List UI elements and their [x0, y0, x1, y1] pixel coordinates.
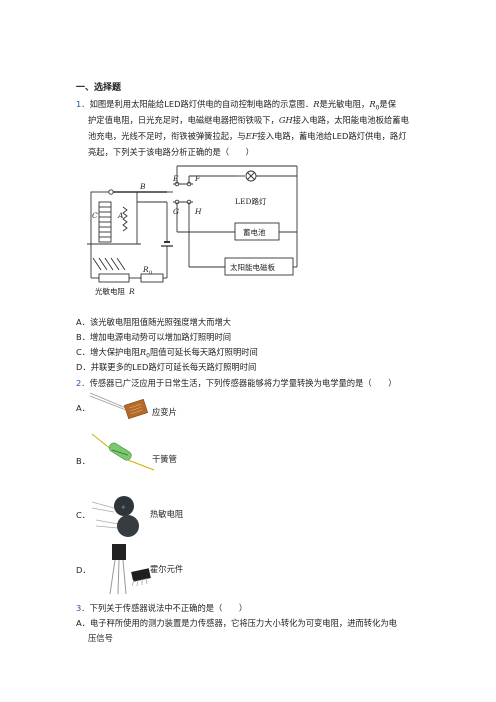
q2-option-a-key[interactable]: A． — [76, 403, 90, 413]
light-rays — [92, 257, 126, 271]
q3-option-a-line-2: 压信号 — [88, 633, 113, 643]
option-text: 增加电源电动势可以增加路灯照明时间 — [90, 332, 232, 342]
q1-text: 如图是利用太阳能给LED路灯供电的自动控制电路的示意图． — [89, 99, 314, 109]
question-1-line-2: 护定值电阻，日光充足时，电磁继电器把衔铁吸下，GH接入电路，太阳能电池板给蓄电 — [88, 114, 409, 126]
q1-text: 接入电路，太阳能电池板给蓄电 — [292, 115, 409, 125]
label-c: C — [92, 211, 98, 220]
circuit-diagram: B C A E F G H R 0 R LED路灯 蓄电池 太阳能电磁板 光敏电… — [87, 165, 298, 296]
option-text: 电子秤所使用的测力装置是力传感器，它将压力大小转化为可变电阻，进而转化为电 — [89, 618, 397, 628]
label-led: LED路灯 — [235, 196, 267, 206]
question-2-number: 2． — [76, 378, 90, 388]
photoresistor — [98, 273, 130, 283]
symbol-r0-subscript: 0 — [375, 104, 380, 112]
q2-option-d-key[interactable]: D． — [76, 565, 91, 575]
label-r0-subscript: 0 — [149, 270, 152, 276]
strain-gauge-label: 应变片 — [152, 407, 177, 417]
hall-element-label: 霍尔元件 — [150, 564, 184, 574]
relay-frame — [90, 191, 138, 245]
q1-option-c[interactable]: C．增大保护电阻R0阻值可延长每天路灯照明时间 — [76, 346, 258, 363]
q1-option-d[interactable]: D．并联更多的LED路灯可延长每天路灯照明时间 — [76, 361, 256, 373]
q1-text: 是光敏电阻， — [319, 99, 370, 109]
option-key: A． — [76, 317, 90, 327]
label-f: F — [194, 174, 201, 183]
q1-option-a[interactable]: A．该光敏电阻阻值随光照强度增大而增大 — [76, 316, 231, 328]
question-1-line-1: 1．如图是利用太阳能给LED路灯供电的自动控制电路的示意图．R是光敏电阻，R0是… — [76, 98, 396, 115]
svg-text:☼: ☼ — [121, 505, 125, 511]
label-photo-r: R — [128, 287, 135, 296]
symbol-r: R — [313, 99, 320, 109]
label-photoresistor: 光敏电阻 — [95, 286, 125, 296]
label-a: A — [117, 211, 124, 220]
q3-option-a[interactable]: A．电子秤所使用的测力装置是力传感器，它将压力大小转化为可变电阻，进而转化为电 — [76, 617, 397, 629]
q2-option-b-key[interactable]: B． — [76, 456, 90, 466]
question-1-line-4: 亮起，下列关于该电路分析正确的是（ ） — [88, 147, 254, 157]
question-3-number: 3． — [76, 603, 90, 613]
spring — [122, 206, 128, 232]
label-battery: 蓄电池 — [243, 227, 266, 237]
symbol-ef: EF — [245, 131, 258, 141]
thermistor-image: ☼ — [91, 496, 139, 537]
question-1-number: 1． — [76, 99, 90, 109]
label-panel: 太阳能电磁板 — [230, 262, 275, 272]
reed-switch-label: 干簧管 — [152, 454, 177, 464]
question-3-stem: 3．下列关于传感器说法中不正确的是（ ） — [76, 602, 247, 614]
label-b: B — [139, 182, 146, 191]
option-text: 该光敏电阻阻值随光照强度增大而增大 — [89, 317, 232, 327]
pivot — [108, 189, 114, 195]
option-key: D． — [76, 362, 91, 372]
q1-option-b[interactable]: B．增加电源电动势可以增加路灯照明时间 — [76, 331, 231, 343]
option-text: 并联更多的LED路灯可延长每天路灯照明时间 — [90, 362, 257, 372]
solar-panel-box — [224, 257, 294, 276]
symbol-gh: GH — [278, 115, 293, 125]
hall-element-image — [109, 544, 151, 595]
label-e: E — [172, 174, 179, 183]
q2-option-c-key[interactable]: C． — [76, 510, 91, 520]
label-g: G — [173, 207, 179, 216]
q3-text: 下列关于传感器说法中不正确的是（ ） — [89, 603, 248, 613]
reed-switch-image — [91, 433, 155, 471]
symbol-r0: R — [139, 347, 147, 357]
option-text: 增大保护电阻 — [90, 347, 140, 357]
label-h: H — [194, 207, 202, 216]
symbol-r0-subscript: 0 — [146, 352, 150, 360]
option-key: A． — [76, 618, 90, 628]
q2-text: 传感器已广泛应用于日常生活，下列传感器能够将力学量转换为电学量的是（ ） — [89, 378, 397, 388]
q1-text: 接入电路，蓄电池给LED路灯供电，路灯 — [257, 131, 407, 141]
section-title: 一、选择题 — [76, 83, 122, 93]
option-key: B． — [76, 332, 90, 342]
battery-box — [234, 222, 280, 241]
label-r0: R — [142, 265, 149, 274]
symbol-r0: R — [369, 99, 376, 109]
question-1-line-3: 池充电，光线不足时，衔铁被弹簧拉起，与EF接入电路，蓄电池给LED路灯供电，路灯 — [88, 130, 407, 142]
question-2-stem: 2．传感器已广泛应用于日常生活，下列传感器能够将力学量转换为电学量的是（ ） — [76, 377, 397, 389]
option-key: C． — [76, 347, 91, 357]
thermistor-label: 热敏电阻 — [150, 509, 184, 519]
q1-text: 是保 — [379, 99, 396, 109]
strain-gauge-image — [89, 392, 149, 420]
q1-text: 池充电，光线不足时，衔铁被弹簧拉起，与 — [88, 131, 246, 141]
q1-text: 护定值电阻，日光充足时，电磁继电器把衔铁吸下， — [88, 115, 279, 125]
option-text: 阻值可延长每天路灯照明时间 — [149, 347, 258, 357]
